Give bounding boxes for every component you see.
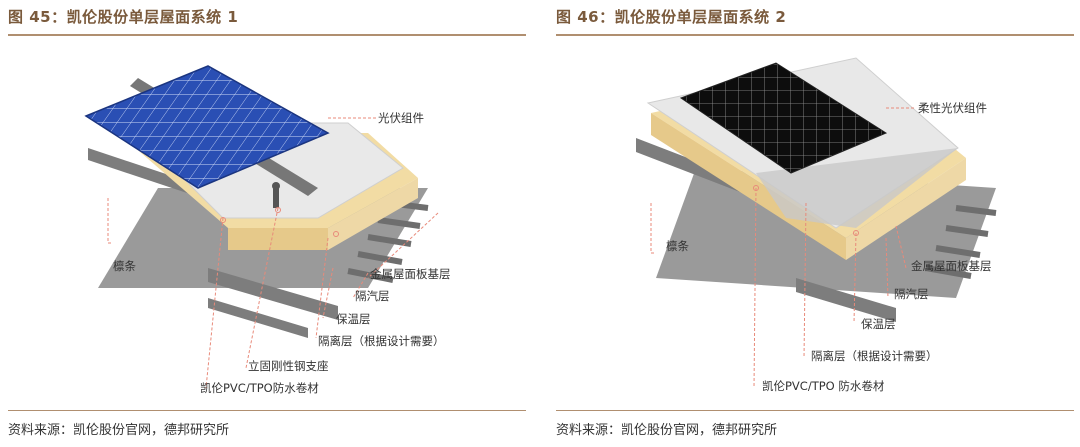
steel-support [272, 182, 280, 208]
label-pv-module: 柔性光伏组件 [918, 101, 987, 115]
title-rule [556, 34, 1074, 36]
source-note: 资料来源：凯伦股份官网，德邦研究所 [556, 419, 777, 438]
figure-45: 图 45：凯伦股份单层屋面系统 1 [8, 0, 528, 447]
label-insulation: 保温层 [336, 312, 371, 326]
figure-46: 图 46：凯伦股份单层屋面系统 2 [556, 0, 1076, 447]
label-metal-panel: 金属屋面板基层 [370, 267, 451, 281]
label-metal-panel: 金属屋面板基层 [911, 259, 992, 273]
label-purlin: 檩条 [113, 259, 136, 273]
title-rule [8, 34, 526, 36]
label-vapor-barrier: 隔汽层 [355, 289, 390, 303]
label-membrane: 凯伦PVC/TPO 防水卷材 [762, 379, 885, 393]
label-separation: 隔离层（根据设计需要） [811, 349, 938, 363]
footer-rule [556, 410, 1074, 411]
roof-system-1-diagram: 光伏组件 檩条 金属屋面板基层 隔汽层 保温层 隔离层（根据设计需要） 立固刚性… [8, 38, 528, 408]
label-membrane: 凯伦PVC/TPO防水卷材 [200, 381, 319, 395]
figure-title: 图 45：凯伦股份单层屋面系统 1 [8, 6, 238, 27]
label-vapor-barrier: 隔汽层 [894, 287, 929, 301]
label-steel-support: 立固刚性钢支座 [248, 359, 329, 373]
roof-system-2-diagram: 柔性光伏组件 檩条 金属屋面板基层 隔汽层 保温层 隔离层（根据设计需要） 凯伦… [556, 38, 1076, 408]
label-purlin: 檩条 [666, 239, 689, 253]
source-note: 资料来源：凯伦股份官网，德邦研究所 [8, 419, 229, 438]
label-pv-module: 光伏组件 [378, 111, 424, 125]
label-insulation: 保温层 [861, 317, 896, 331]
figure-title: 图 46：凯伦股份单层屋面系统 2 [556, 6, 786, 27]
footer-rule [8, 410, 526, 411]
label-separation: 隔离层（根据设计需要） [318, 334, 445, 348]
